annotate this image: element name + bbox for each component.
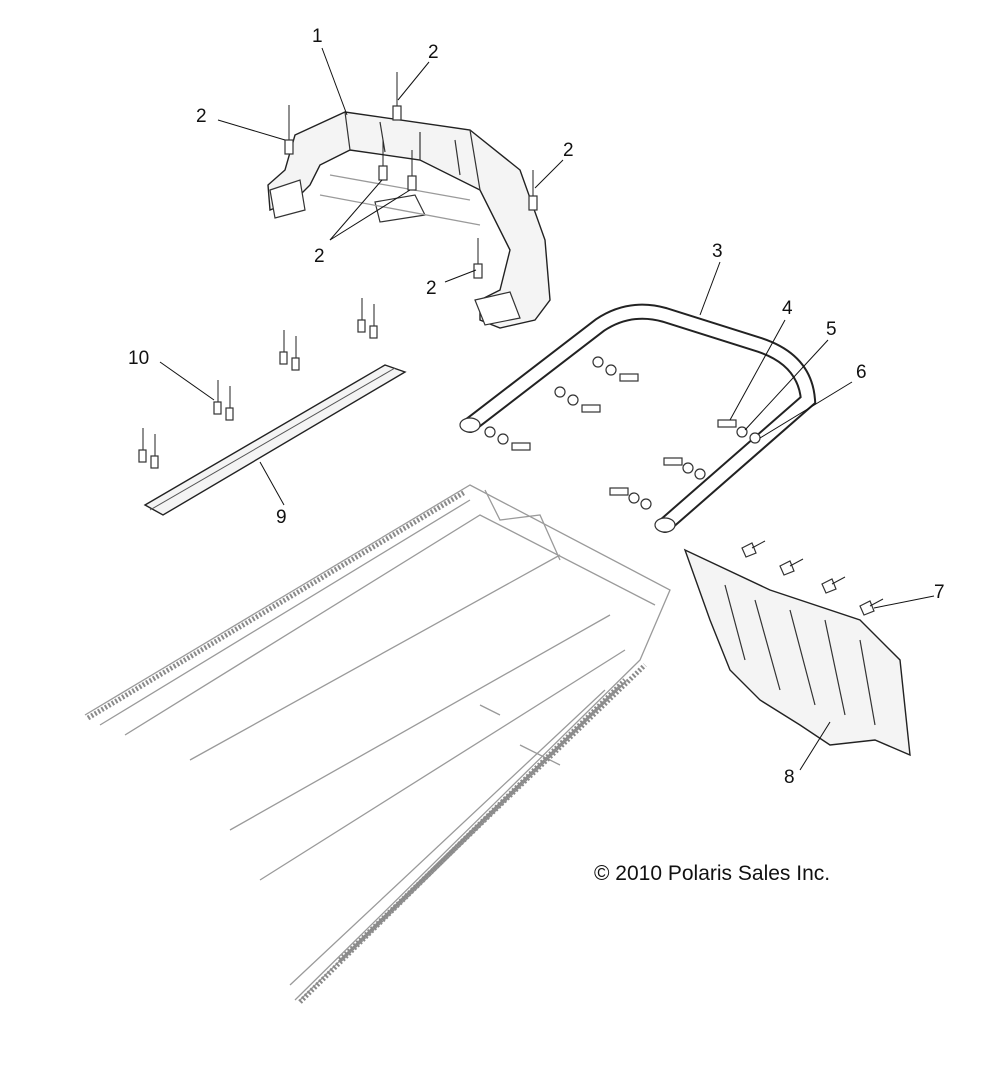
rivet-icon xyxy=(407,150,417,191)
rivet-icon xyxy=(284,105,294,155)
bolt-icon xyxy=(609,487,652,510)
callout-2: 2 xyxy=(426,278,437,299)
rivet-icon xyxy=(741,540,766,558)
grab-bar-part xyxy=(459,303,817,533)
callout-5: 5 xyxy=(826,319,837,340)
snow-flap-part xyxy=(683,548,911,757)
callout-2: 2 xyxy=(563,140,574,161)
rail-strip-part xyxy=(143,364,407,516)
rivet-icon xyxy=(279,330,288,365)
callout-7: 7 xyxy=(934,582,945,603)
rail-rivets xyxy=(138,298,378,469)
callout-2: 2 xyxy=(314,246,325,267)
callout-2: 2 xyxy=(196,106,207,127)
rivet-icon xyxy=(150,434,159,469)
rivet-icon xyxy=(392,72,402,121)
bumper-rivets xyxy=(284,72,538,279)
callout-3: 3 xyxy=(712,241,723,262)
callout-2: 2 xyxy=(428,42,439,63)
rivet-icon xyxy=(859,598,884,616)
rivet-icon xyxy=(779,558,804,576)
rivet-icon xyxy=(473,238,483,279)
rivet-icon xyxy=(357,298,366,333)
rivet-icon xyxy=(369,304,378,339)
flap-rivets xyxy=(741,540,884,616)
bolt-icon xyxy=(717,419,761,444)
leader-lines xyxy=(159,47,935,771)
rivet-icon xyxy=(291,336,300,371)
callout-8: 8 xyxy=(784,767,795,788)
copyright-notice: © 2010 Polaris Sales Inc. xyxy=(594,862,830,885)
rivet-icon xyxy=(138,428,147,463)
callout-4: 4 xyxy=(782,298,793,319)
rivet-icon xyxy=(378,140,388,181)
rivet-icon xyxy=(213,380,222,415)
callout-9: 9 xyxy=(276,507,287,528)
bumper-cover-part xyxy=(267,111,551,329)
rivet-icon xyxy=(821,576,846,594)
callout-6: 6 xyxy=(856,362,867,383)
bolt-icon xyxy=(592,356,639,382)
rivet-icon xyxy=(225,386,234,421)
callout-labels: 1 2 2 2 2 2 3 4 5 6 7 8 9 10 xyxy=(128,26,945,788)
callout-1: 1 xyxy=(312,26,323,47)
callout-10: 10 xyxy=(128,348,149,369)
tunnel-chassis xyxy=(84,484,671,1004)
grab-bar-fasteners xyxy=(484,356,761,510)
bolt-icon xyxy=(554,386,601,413)
bolt-icon xyxy=(484,426,531,451)
rivet-icon xyxy=(528,170,538,211)
bolt-icon xyxy=(663,457,706,480)
